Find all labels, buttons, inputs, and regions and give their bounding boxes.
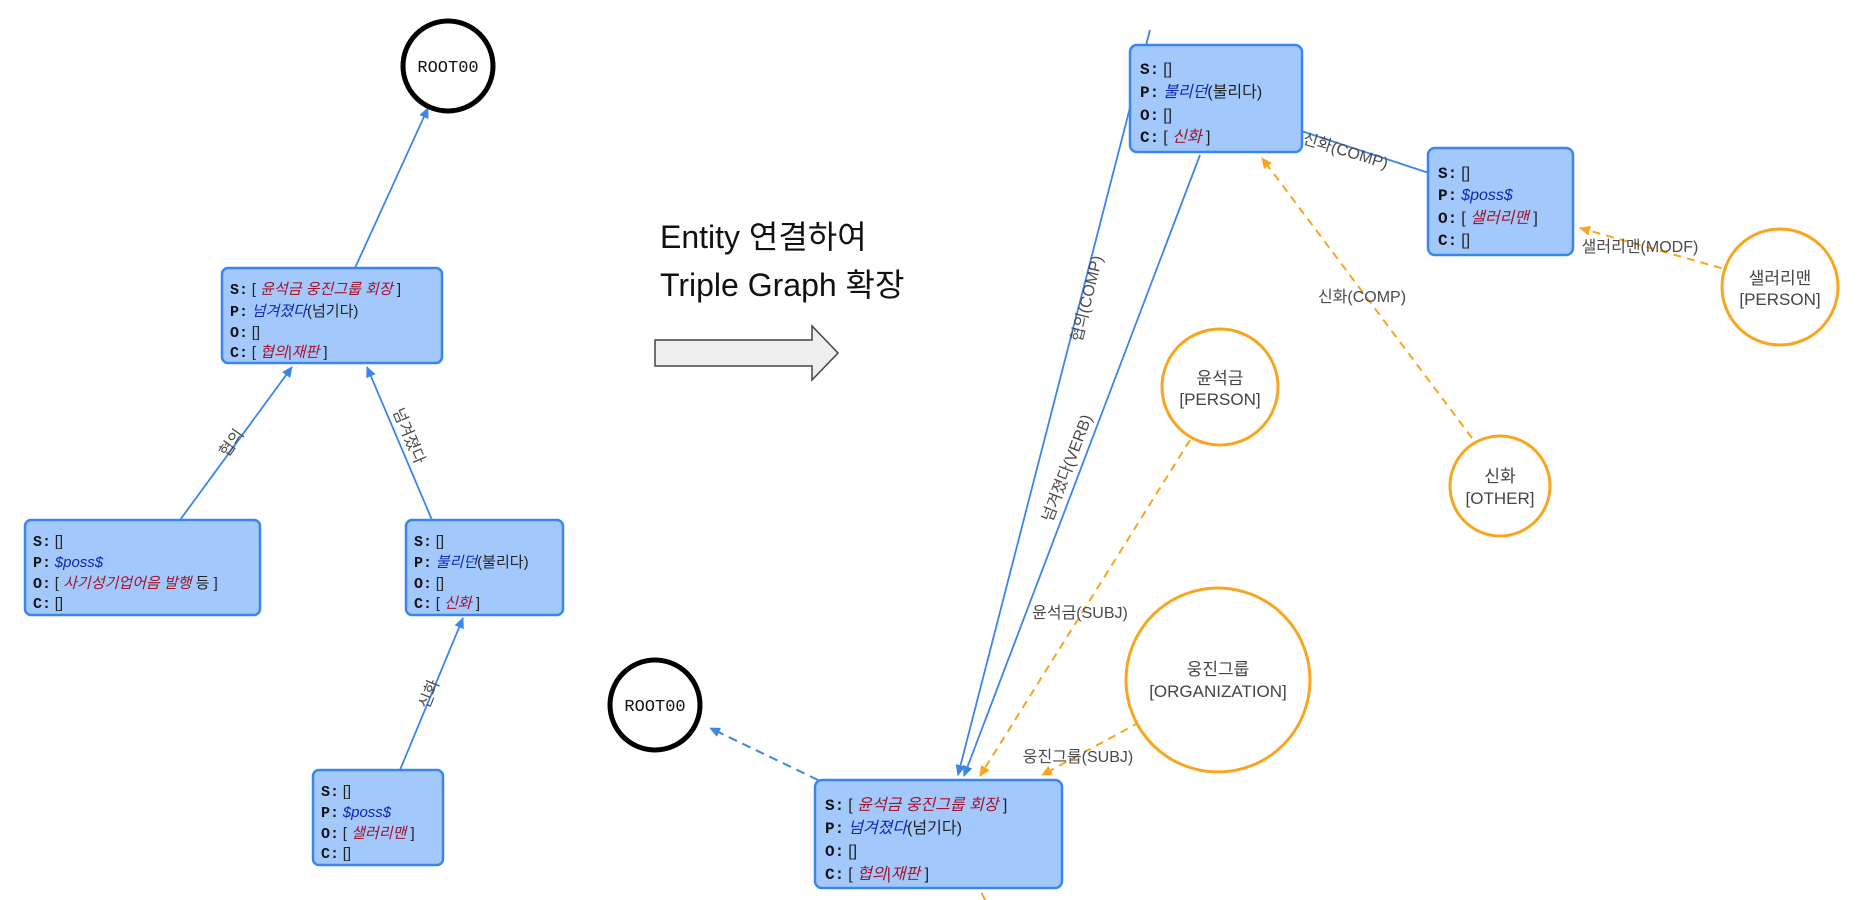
left-root-node: ROOT00 (400, 18, 496, 114)
svg-text:샐러리맨: 샐러리맨 (1749, 269, 1812, 288)
svg-text:O: []: O: [] (414, 575, 444, 593)
svg-text:S: []: S: [] (1140, 61, 1172, 79)
left-edge-right-to-main (366, 366, 433, 521)
svg-text:O: [ 사기성기업어음 발행 등 ]: O: [ 사기성기업어음 발행 등 ] (33, 575, 218, 593)
caption-group: Entity 연결하여 Triple Graph 확장 (654, 219, 904, 382)
svg-text:O: [ 샐러리맨 ]: O: [ 샐러리맨 ] (1438, 209, 1538, 228)
right-root-node: ROOT00 (607, 657, 703, 753)
right-edge-label-subj2: 웅진그룹(SUBJ) (1023, 748, 1133, 766)
svg-text:S: [ 윤석금 웅진그룹 회장 ]: S: [ 윤석금 웅진그룹 회장 ] (825, 796, 1007, 815)
caption-line-1: Entity 연결하여 (660, 219, 867, 255)
left-graph: 협의 넘겨졌다 신화 ROOT00 S: [ 윤석금 웅진그룹 회장 ] P: … (23, 18, 565, 867)
svg-text:[PERSON]: [PERSON] (1179, 390, 1260, 409)
left-poss-node: S: [] P: $poss$ O: [ 사기성기업어음 발행 등 ] C: [… (23, 518, 262, 617)
svg-text:윤석금: 윤석금 (1197, 369, 1244, 388)
right-poss-node: S: [] P: $poss$ O: [ 샐러리맨 ] C: [] (1426, 146, 1575, 257)
svg-text:P: $poss$: P: $poss$ (1438, 187, 1514, 205)
svg-text:C: [ 협의|재판 ]: C: [ 협의|재판 ] (825, 865, 929, 884)
svg-text:신화: 신화 (1484, 467, 1516, 486)
right-graph: 협의(COMP) 넘겨졌다(VERB) 신화(COMP) 신화(COMP) 샐러… (607, 29, 1840, 900)
transform-arrow (654, 324, 840, 382)
svg-text:P: $poss$: P: $poss$ (321, 804, 392, 822)
svg-text:[ORGANIZATION]: [ORGANIZATION] (1149, 682, 1287, 701)
left-edge-left-to-main (179, 366, 293, 521)
right-edge-org-to-main (1041, 721, 1141, 776)
svg-text:P: 불리던(불리다): P: 불리던(불리다) (414, 554, 529, 572)
right-edge-label-comp3: 신화(COMP) (1318, 288, 1406, 306)
entity-organization-woongjin: 웅진그룹 [ORGANIZATION] (1124, 586, 1312, 774)
svg-text:ROOT00: ROOT00 (624, 698, 685, 717)
svg-text:P: $poss$: P: $poss$ (33, 554, 104, 572)
svg-text:O: []: O: [] (825, 843, 857, 861)
svg-text:C: []: C: [] (1438, 232, 1470, 250)
svg-text:S: []: S: [] (321, 783, 351, 801)
left-edge-main-to-root (354, 107, 429, 269)
right-edge-person1-to-main (979, 439, 1191, 777)
right-edge-verb (962, 154, 1201, 777)
svg-text:P: 넘겨졌다(넘기다): P: 넘겨졌다(넘기다) (230, 303, 358, 321)
svg-text:S: []: S: [] (414, 533, 444, 551)
left-main-node: S: [ 윤석금 웅진그룹 회장 ] P: 넘겨졌다(넘기다) O: [] C:… (220, 266, 444, 365)
right-main-node: S: [ 윤석금 웅진그룹 회장 ] P: 넘겨졌다(넘기다) O: [] C:… (813, 778, 1064, 890)
right-edge-label-subj1: 윤석금(SUBJ) (1032, 604, 1128, 622)
right-edge-label-comp1: 협의(COMP) (1068, 254, 1107, 344)
svg-text:O: []: O: [] (230, 324, 260, 342)
svg-text:S: []: S: [] (33, 533, 63, 551)
right-edge-label-modf: 샐러리맨(MODF) (1582, 238, 1699, 256)
left-edge-bottom-to-right (399, 617, 464, 771)
svg-text:C: []: C: [] (33, 595, 63, 613)
left-edge-label-right: 넘겨졌다 (389, 405, 429, 466)
left-edge-label-bottom: 신화 (416, 677, 444, 711)
svg-text:C: [ 신화 ]: C: [ 신화 ] (414, 595, 480, 613)
svg-text:C: []: C: [] (321, 845, 351, 863)
right-edge-bottom-stub (979, 889, 986, 900)
right-edge-other-to-top (1261, 157, 1473, 439)
svg-text:ROOT00: ROOT00 (417, 59, 478, 78)
svg-text:[PERSON]: [PERSON] (1739, 290, 1820, 309)
right-edge-main-to-root (709, 727, 819, 781)
svg-text:C: [ 신화 ]: C: [ 신화 ] (1140, 128, 1210, 147)
right-edge-poss-to-top (1291, 127, 1433, 175)
entity-person-salaryman: 샐러리맨 [PERSON] (1720, 227, 1840, 347)
caption-line-2: Triple Graph 확장 (660, 267, 904, 303)
svg-text:[OTHER]: [OTHER] (1466, 489, 1535, 508)
left-salaryman-node: S: [] P: $poss$ O: [ 샐러리맨 ] C: [] (311, 768, 445, 867)
entity-person-yoon: 윤석금 [PERSON] (1160, 327, 1280, 447)
svg-text:P: 불리던(불리다): P: 불리던(불리다) (1140, 83, 1262, 102)
svg-text:P: 넘겨졌다(넘기다): P: 넘겨졌다(넘기다) (825, 819, 962, 838)
left-edge-label-left: 협의 (216, 426, 248, 460)
svg-text:S: []: S: [] (1438, 165, 1470, 183)
right-bullide-node: S: [] P: 불리던(불리다) O: [] C: [ 신화 ] (1128, 43, 1304, 154)
svg-text:S: [ 윤석금 웅진그룹 회장 ]: S: [ 윤석금 웅진그룹 회장 ] (230, 281, 401, 299)
svg-text:웅진그룹: 웅진그룹 (1187, 660, 1250, 679)
right-edge-comp1 (955, 29, 1151, 776)
svg-text:C: [ 협의|재판 ]: C: [ 협의|재판 ] (230, 344, 328, 362)
svg-text:O: []: O: [] (1140, 107, 1172, 125)
entity-other-myth: 신화 [OTHER] (1448, 434, 1552, 538)
svg-text:O: [ 샐러리맨 ]: O: [ 샐러리맨 ] (321, 825, 415, 843)
right-edge-label-comp2: 신화(COMP) (1301, 130, 1391, 173)
left-bullide-node: S: [] P: 불리던(불리다) O: [] C: [ 신화 ] (404, 518, 565, 617)
